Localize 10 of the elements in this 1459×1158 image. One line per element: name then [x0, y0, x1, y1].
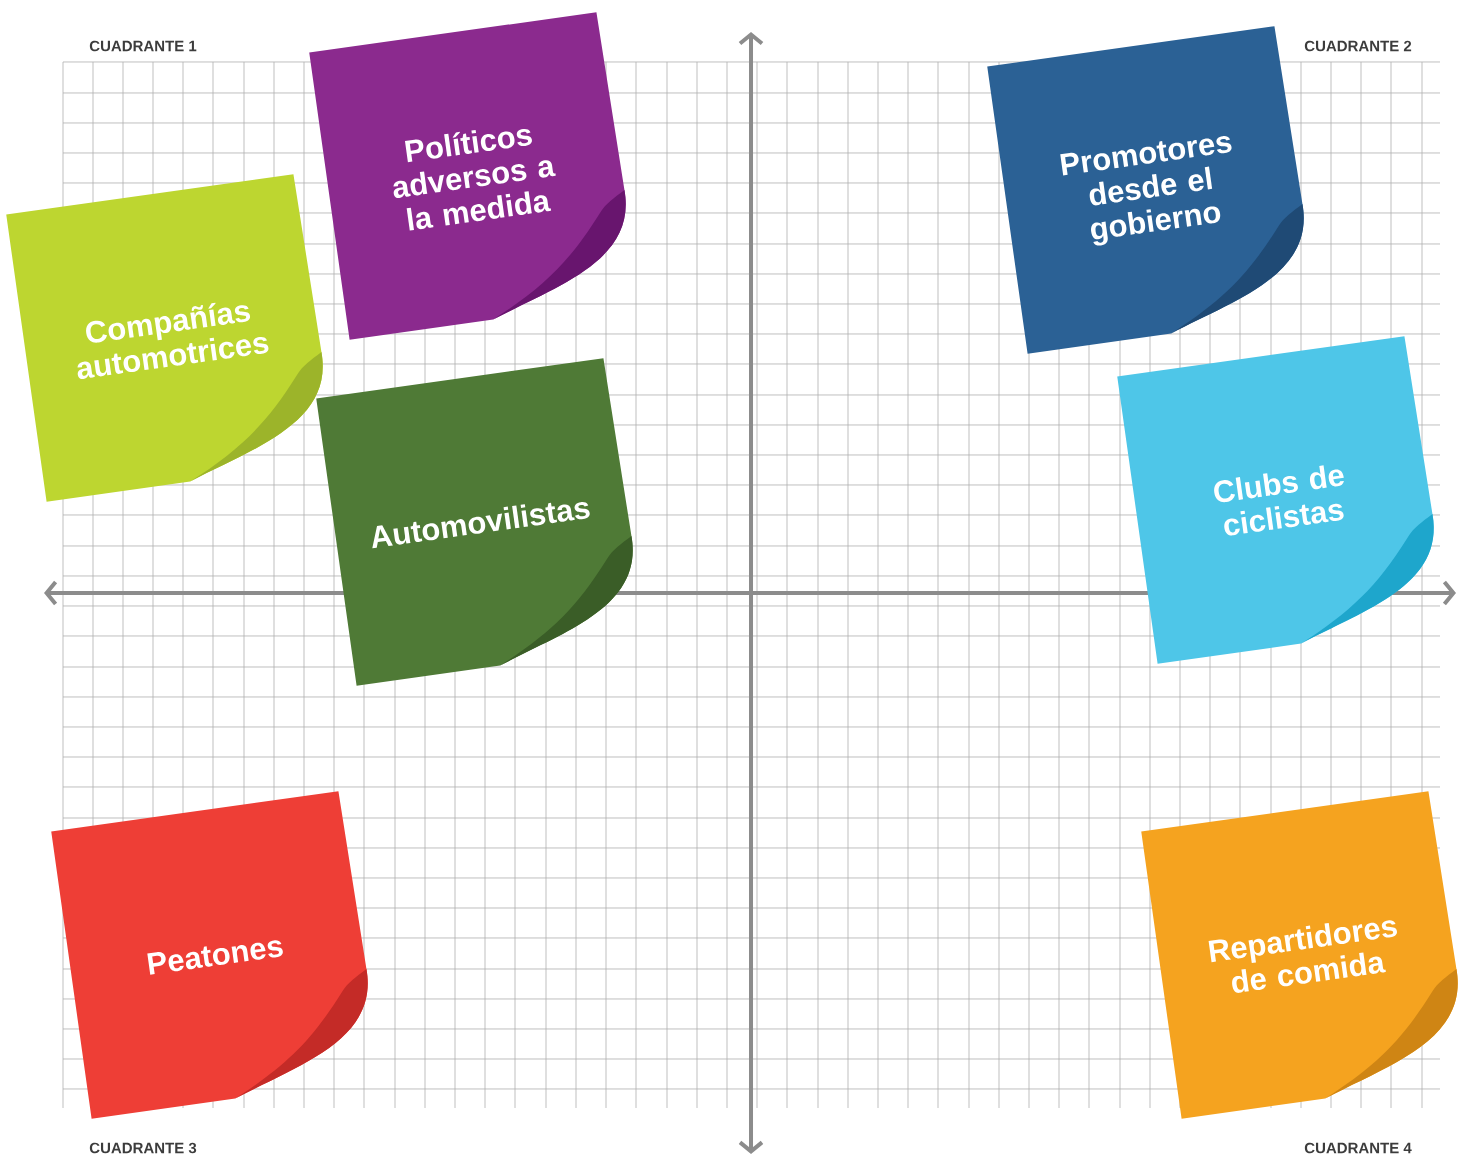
- sticky-note: Compañías automotrices: [6, 174, 323, 502]
- sticky-note: Políticos adversos a la medida: [309, 12, 626, 340]
- quadrant-label: CUADRANTE 1: [88, 39, 198, 53]
- sticky-note: Clubs de ciclistas: [1117, 336, 1434, 664]
- sticky-note: Repartidores de comida: [1141, 791, 1458, 1119]
- quadrant-label: CUADRANTE 4: [1303, 1141, 1413, 1155]
- sticky-note: Peatones: [51, 791, 368, 1119]
- quadrant-label: CUADRANTE 3: [88, 1141, 198, 1155]
- sticky-note: Automovilistas: [316, 358, 633, 686]
- sticky-note: Promotores desde el gobierno: [987, 26, 1304, 354]
